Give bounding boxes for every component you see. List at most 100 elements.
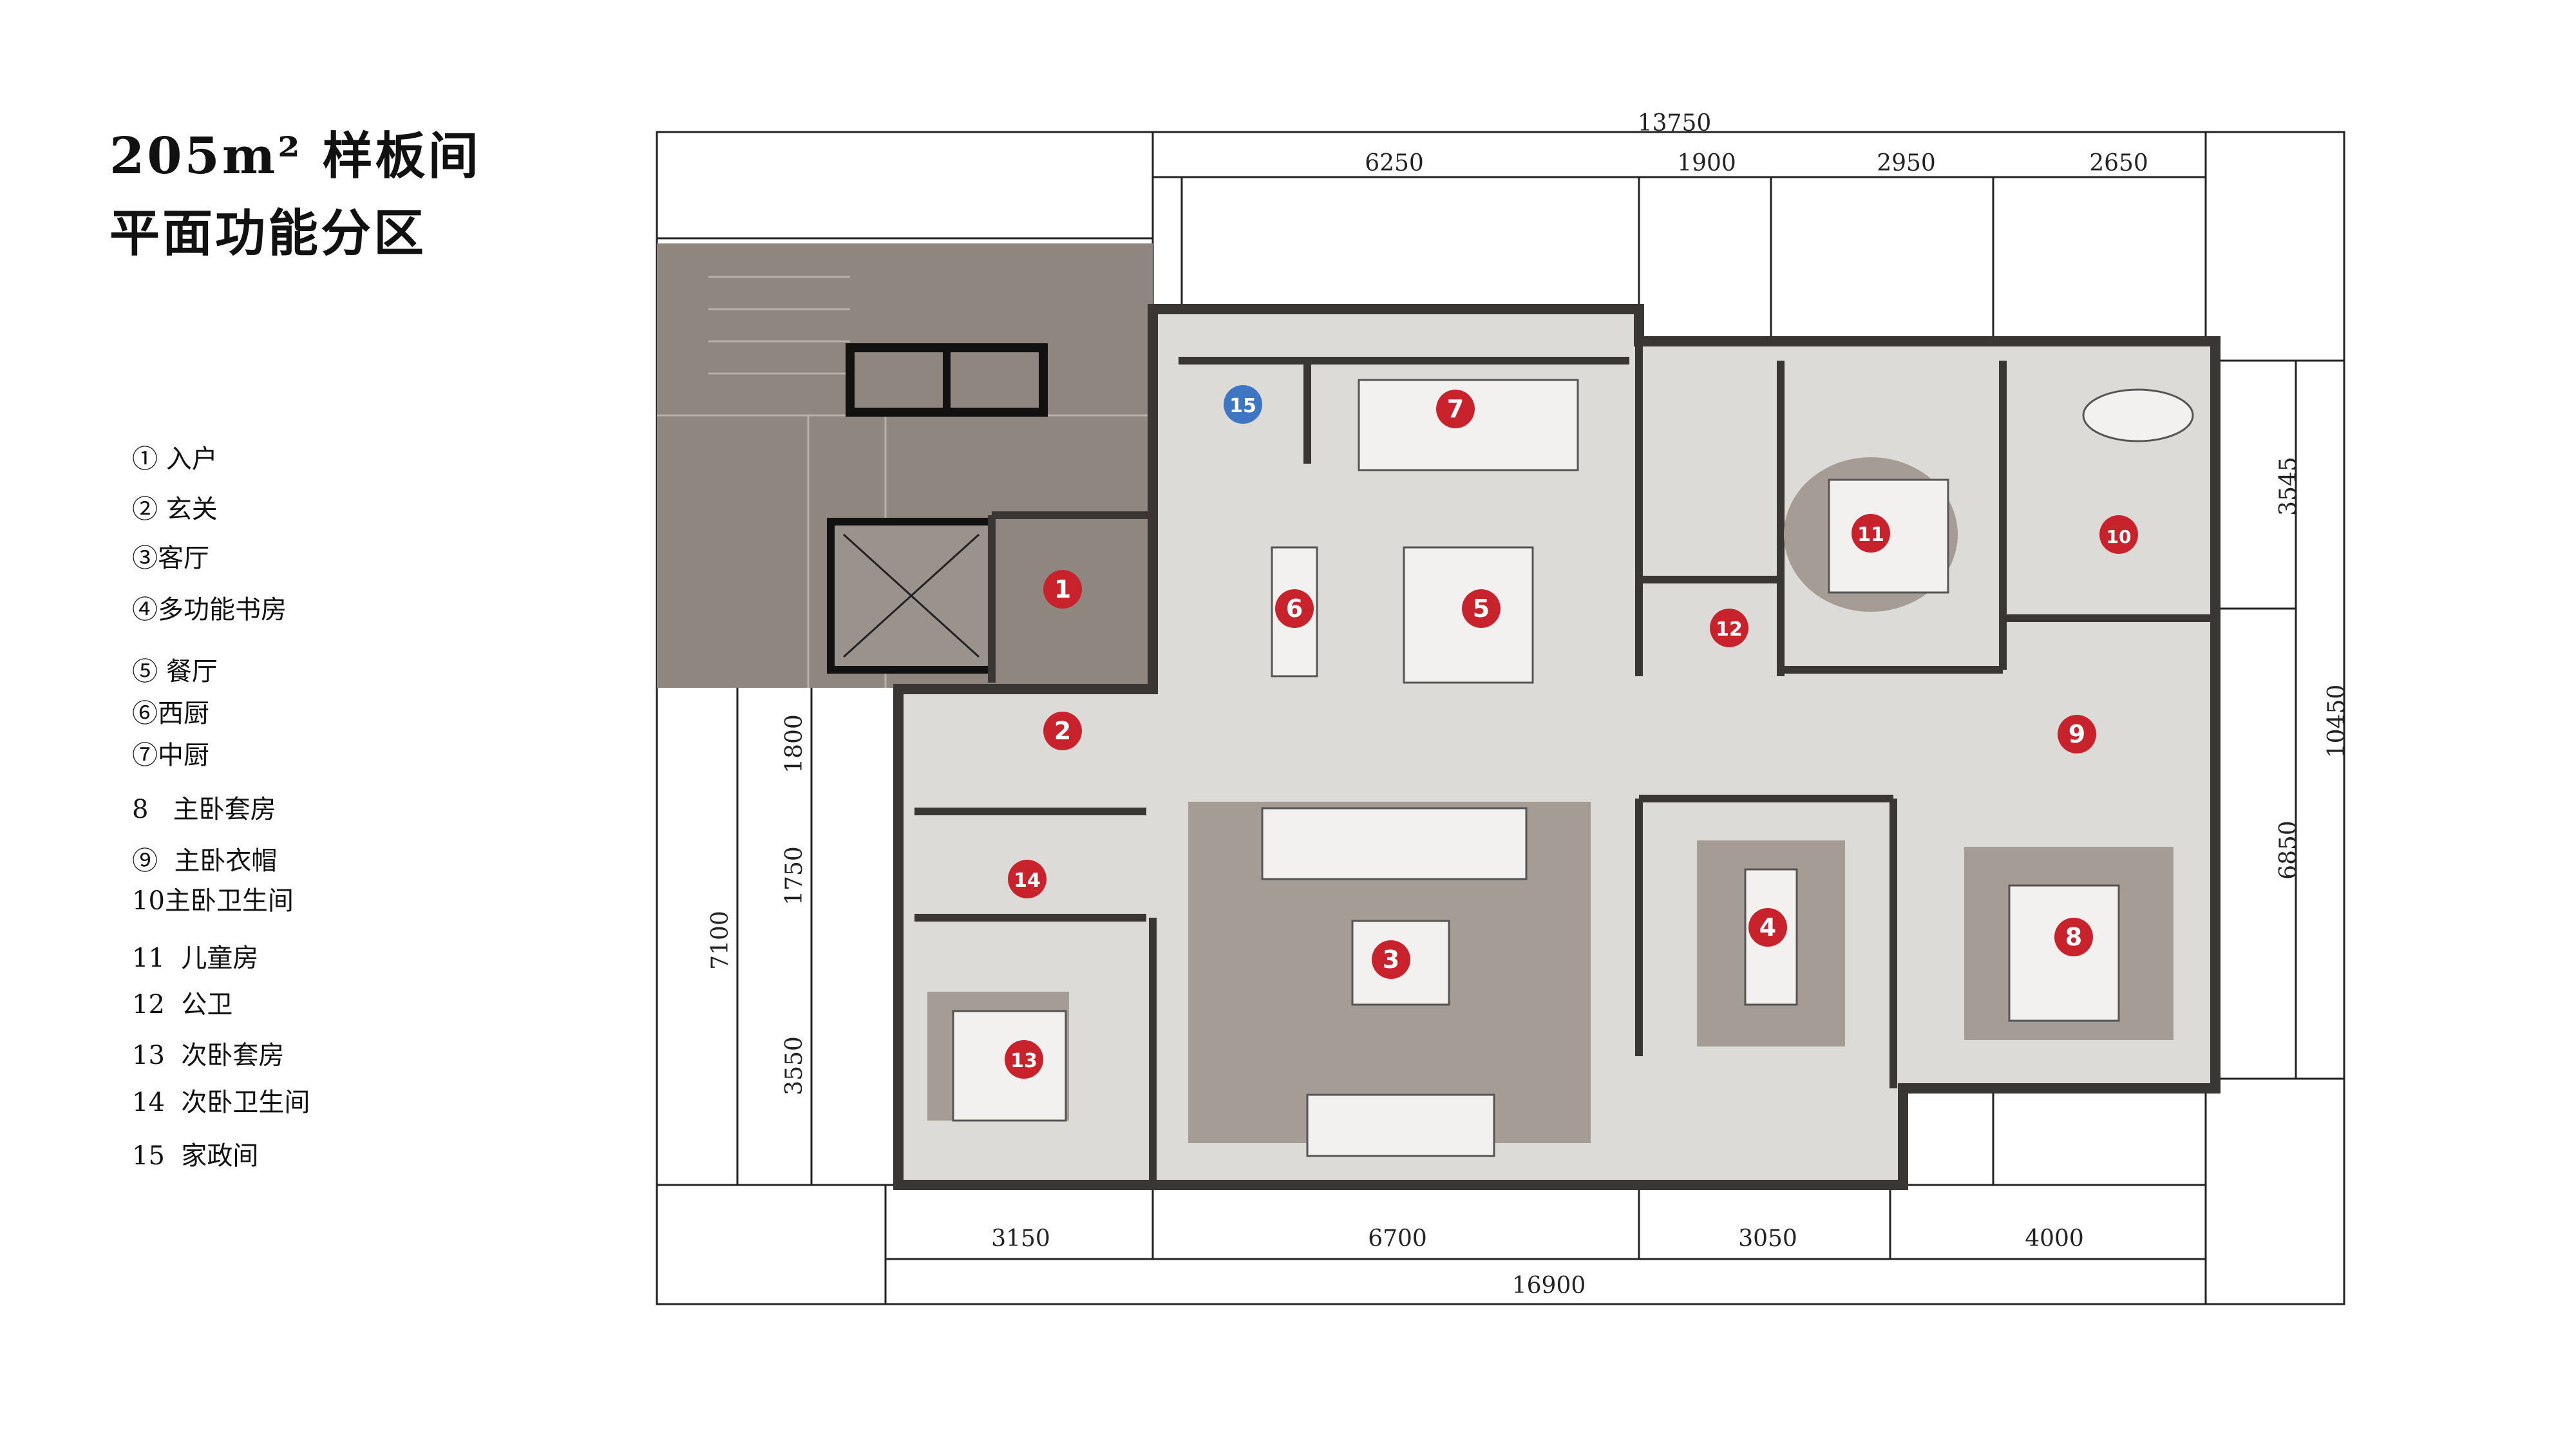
legend-marker: ⑤ [132, 657, 158, 687]
legend-label: 餐厅 [166, 657, 218, 687]
room-marker-number: 1 [1054, 575, 1071, 603]
room-marker: 8 [2054, 918, 2093, 956]
legend-marker: ⑦ [132, 741, 158, 770]
legend-item: ⑦中厨 [132, 734, 209, 772]
legend-item: ⑤ 餐厅 [132, 650, 218, 688]
legend-marker: 13 [132, 1041, 165, 1070]
room-marker-number: 10 [2107, 526, 2132, 547]
room-marker: 3 [1372, 940, 1410, 979]
legend-label: 次卧卫生间 [181, 1088, 310, 1117]
dim-bottom-overall: 16900 [1512, 1273, 1586, 1299]
legend-label: 玄关 [166, 495, 218, 524]
room-marker: 11 [1852, 514, 1890, 553]
legend-marker: ③ [132, 544, 158, 573]
dim-top-segment: 2650 [2089, 150, 2148, 176]
page-title-line2: 平面功能分区 [109, 204, 427, 263]
dim-top-segment: 1900 [1677, 150, 1736, 176]
room-marker-number: 9 [2069, 720, 2085, 748]
dim-bottom-segment: 4000 [2025, 1226, 2084, 1252]
room-marker-number: 11 [1857, 524, 1884, 546]
legend-marker: ① [132, 444, 158, 474]
room-marker: 9 [2058, 715, 2096, 753]
room-marker: 5 [1462, 589, 1501, 628]
dim-bottom-segment: 3150 [991, 1226, 1050, 1252]
legend-marker: 10 [132, 886, 165, 916]
room-marker-number: 7 [1447, 395, 1464, 423]
legend-marker: 14 [132, 1088, 165, 1117]
legend-item: 8 主卧套房 [132, 788, 276, 826]
dim-bottom-segment: 6700 [1368, 1226, 1427, 1252]
room-marker-number: 4 [1759, 913, 1776, 942]
legend-label: 主卧衣帽 [174, 846, 278, 876]
dim-left-segment: 1800 [781, 714, 808, 773]
legend-item: ③客厅 [132, 537, 209, 574]
room-marker-number: 13 [1010, 1050, 1037, 1072]
legend-label: 客厅 [158, 544, 209, 573]
legend-item: ② 玄关 [132, 488, 218, 526]
room-marker-number: 8 [2065, 923, 2082, 951]
room-marker: 13 [1005, 1040, 1043, 1079]
dim-right-segment: 3545 [2275, 457, 2302, 516]
room-marker-number: 14 [1014, 869, 1041, 892]
room-marker-number: 2 [1054, 717, 1071, 745]
legend-marker: 15 [132, 1141, 165, 1171]
room-marker-number: 6 [1286, 594, 1303, 623]
legend-item: 12 公卫 [132, 983, 232, 1021]
room-marker: 2 [1043, 712, 1082, 750]
legend-label: 次卧套房 [181, 1041, 285, 1070]
legend-item: ⑨ 主卧衣帽 [132, 840, 277, 877]
dim-bottom-segment: 3050 [1738, 1226, 1797, 1252]
legend-marker: 8 [132, 795, 149, 824]
lounge-sofa [1306, 1094, 1495, 1157]
dim-top-overall: 13750 [1638, 110, 1712, 137]
legend-label: 西厨 [158, 699, 209, 728]
dim-left-segment: 1750 [781, 846, 808, 905]
room-marker: 1 [1043, 570, 1082, 609]
legend-label: 公卫 [181, 990, 233, 1019]
legend-item: 15 家政间 [132, 1135, 258, 1172]
dim-top-segment: 2950 [1877, 150, 1936, 176]
legend-label: 中厨 [158, 741, 209, 770]
sofa [1261, 807, 1528, 880]
room-marker: 4 [1748, 908, 1787, 947]
dim-top-segment: 6250 [1365, 150, 1424, 176]
dimension-labels: 13750 6250 1900 2950 2650 3150 6700 3050… [707, 110, 2350, 1299]
room-marker: 7 [1436, 390, 1475, 428]
legend-marker: ④ [132, 595, 158, 625]
room-marker: 15 [1224, 385, 1262, 424]
room-marker: 6 [1275, 589, 1314, 628]
legend-label: 主卧卫生间 [164, 886, 294, 916]
legend-item: 11 儿童房 [132, 937, 258, 974]
legend-marker: 12 [132, 990, 165, 1019]
legend-item: ① 入户 [132, 438, 218, 475]
legend-label: 家政间 [181, 1141, 259, 1171]
page-title-line1: 205m² 样板间 [109, 127, 481, 185]
dim-right-overall: 10450 [2324, 685, 2350, 759]
room-markers: 1 2 3 4 5 6 7 8 9 10 11 12 13 14 15 [1005, 385, 2138, 1079]
legend-item: 10主卧卫生间 [132, 880, 294, 917]
legend-label: 儿童房 [181, 943, 259, 973]
dim-left-segment: 3550 [781, 1036, 808, 1095]
bathtub [2082, 388, 2194, 442]
legend-marker: ⑥ [132, 699, 158, 728]
room-marker-number: 15 [1229, 395, 1256, 417]
legend-marker: ⑨ [132, 846, 158, 876]
room-marker: 10 [2099, 515, 2138, 554]
room-marker: 12 [1710, 609, 1748, 647]
room-marker-number: 3 [1383, 945, 1399, 974]
legend-item: ④多功能书房 [132, 589, 287, 626]
legend-label: 多功能书房 [158, 595, 287, 625]
legend-item: 14 次卧卫生间 [132, 1081, 310, 1119]
legend-item: 13 次卧套房 [132, 1034, 284, 1072]
legend-marker: ② [132, 495, 158, 524]
legend-marker: 11 [132, 943, 165, 973]
legend-label: 入户 [166, 444, 218, 474]
kitchen-counter [1358, 379, 1579, 471]
stair-core [657, 243, 1153, 688]
dim-left-overall: 7100 [707, 911, 734, 970]
room-marker: 14 [1008, 860, 1046, 898]
legend-label: 主卧套房 [173, 795, 276, 824]
room-marker-number: 12 [1716, 618, 1743, 641]
dim-right-segment: 6850 [2275, 820, 2302, 880]
